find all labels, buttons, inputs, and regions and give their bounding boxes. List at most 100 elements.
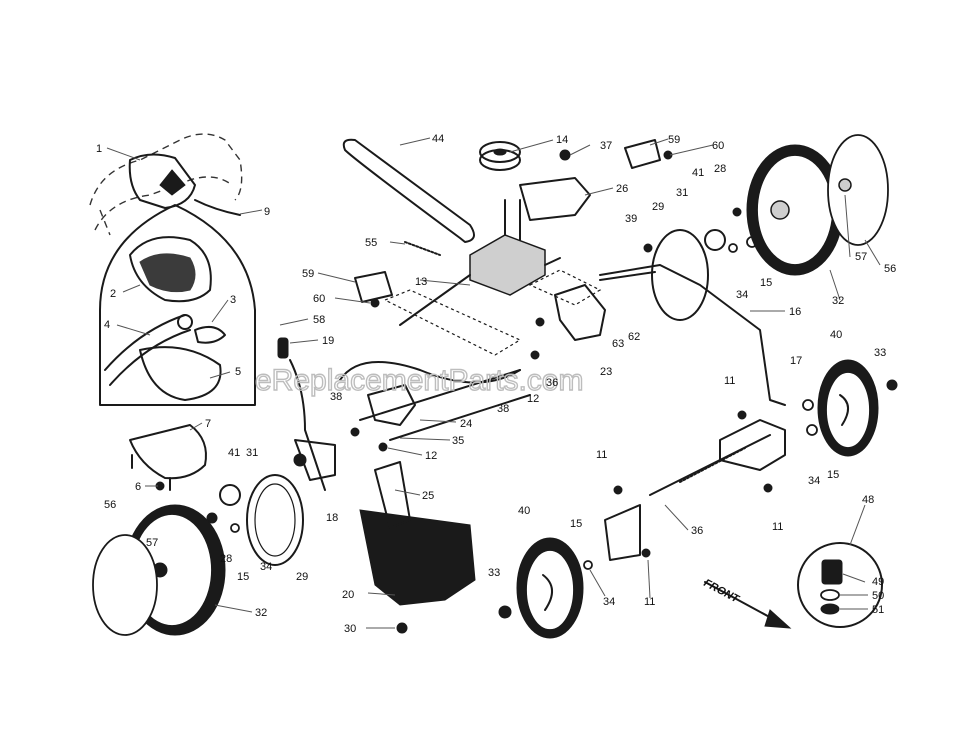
front-arrow: FRONT: [702, 577, 792, 629]
pinion-right: [704, 207, 758, 253]
label-41-left: 41: [228, 447, 240, 459]
assembly-guide-lines: [383, 269, 602, 356]
label-36-top: 36: [546, 377, 558, 389]
label-49: 49: [872, 576, 884, 588]
axle-spring: [604, 434, 771, 561]
rear-wheel-right: [746, 144, 844, 276]
label-28-right: 28: [714, 163, 726, 175]
watermark: eReplacementParts.com: [255, 364, 583, 397]
label-32-left: 32: [255, 607, 267, 619]
label-14: 14: [556, 134, 568, 146]
label-41-right: 41: [692, 167, 704, 179]
label-40-right: 40: [830, 329, 842, 341]
label-28-left: 28: [220, 553, 232, 565]
label-63: 63: [612, 338, 624, 350]
label-11-right: 11: [772, 521, 783, 533]
label-56-left: 56: [104, 499, 116, 511]
label-48: 48: [862, 494, 874, 506]
label-17: 17: [790, 355, 802, 367]
label-16: 16: [789, 306, 801, 318]
label-9: 9: [264, 206, 270, 218]
label-38-right: 38: [497, 403, 509, 415]
shift-plate: [129, 424, 207, 491]
label-34-center: 34: [603, 596, 615, 608]
label-59-right: 59: [668, 134, 680, 146]
label-55: 55: [365, 237, 377, 249]
label-19: 19: [322, 335, 334, 347]
label-12-top: 12: [527, 393, 539, 405]
misc-hardware: [155, 241, 773, 558]
label-33-center: 33: [488, 567, 500, 579]
label-29-left: 29: [296, 571, 308, 583]
rear-deflector: [359, 461, 476, 614]
label-15-right: 15: [827, 469, 839, 481]
bolt-30: [396, 622, 408, 634]
axle-nut-detail: [797, 542, 883, 628]
label-15-center: 15: [570, 518, 582, 530]
label-24: 24: [460, 418, 472, 430]
label-50: 50: [872, 590, 884, 602]
handle-dashed-outline: [89, 133, 243, 236]
label-29-right: 29: [652, 201, 664, 213]
label-5: 5: [235, 366, 241, 378]
bracket-26: [519, 149, 591, 221]
label-36-bottom: 36: [691, 525, 703, 537]
label-13: 13: [415, 276, 427, 288]
label-26: 26: [616, 183, 628, 195]
hubcap-right: [827, 134, 889, 246]
drive-rod: [339, 361, 531, 441]
label-35: 35: [452, 435, 464, 447]
label-60-left: 60: [313, 293, 325, 305]
detail-callout: [99, 204, 256, 406]
hubcap-left: [92, 534, 158, 636]
label-15-left: 15: [237, 571, 249, 583]
label-25: 25: [422, 490, 434, 502]
pivot-bracket: [530, 284, 606, 360]
transmission: [399, 199, 561, 326]
label-4: 4: [104, 319, 110, 331]
pulley: [479, 141, 521, 171]
height-adjust-lever-left: [277, 337, 336, 491]
label-34-right: 34: [808, 475, 820, 487]
plate-59-right: [624, 139, 673, 169]
label-23: 23: [600, 366, 612, 378]
leader-lines: [106, 137, 881, 629]
label-30: 30: [344, 623, 356, 635]
label-31-right: 31: [676, 187, 688, 199]
label-1: 1: [96, 143, 102, 155]
wheel-plate-left: [246, 474, 304, 566]
part-labels: 1 2 3 4 5 6 7 9 44 14 37 26 59 60 41 28 …: [96, 133, 896, 635]
front-direction-label: FRONT: [702, 577, 742, 606]
bracket-38: [367, 384, 416, 426]
label-60-right: 60: [712, 140, 724, 152]
label-32-right: 32: [832, 295, 844, 307]
label-57-left: 57: [146, 537, 158, 549]
label-40-center: 40: [518, 505, 530, 517]
label-62: 62: [628, 331, 640, 343]
label-3: 3: [230, 294, 236, 306]
label-6: 6: [135, 481, 141, 493]
label-34-top: 34: [736, 289, 748, 301]
front-wheel-center: [498, 537, 593, 639]
label-57-right: 57: [855, 251, 867, 263]
label-34-left: 34: [260, 561, 272, 573]
label-33-right: 33: [874, 347, 886, 359]
label-31-left: 31: [246, 447, 258, 459]
label-11-bottom: 11: [644, 596, 655, 608]
label-39: 39: [625, 213, 637, 225]
label-15-top: 15: [760, 277, 772, 289]
wheel-plate-right: [651, 229, 709, 321]
label-11-top: 11: [724, 375, 735, 387]
label-20: 20: [342, 589, 354, 601]
label-59-left: 59: [302, 268, 314, 280]
label-12-bottom: 12: [425, 450, 437, 462]
shift-lever: [128, 153, 241, 216]
label-37: 37: [600, 140, 612, 152]
label-7: 7: [205, 418, 211, 430]
label-38-left: 38: [330, 391, 342, 403]
label-56-right: 56: [884, 263, 896, 275]
label-58: 58: [313, 314, 325, 326]
label-2: 2: [110, 288, 116, 300]
pinion-left: [206, 484, 241, 533]
